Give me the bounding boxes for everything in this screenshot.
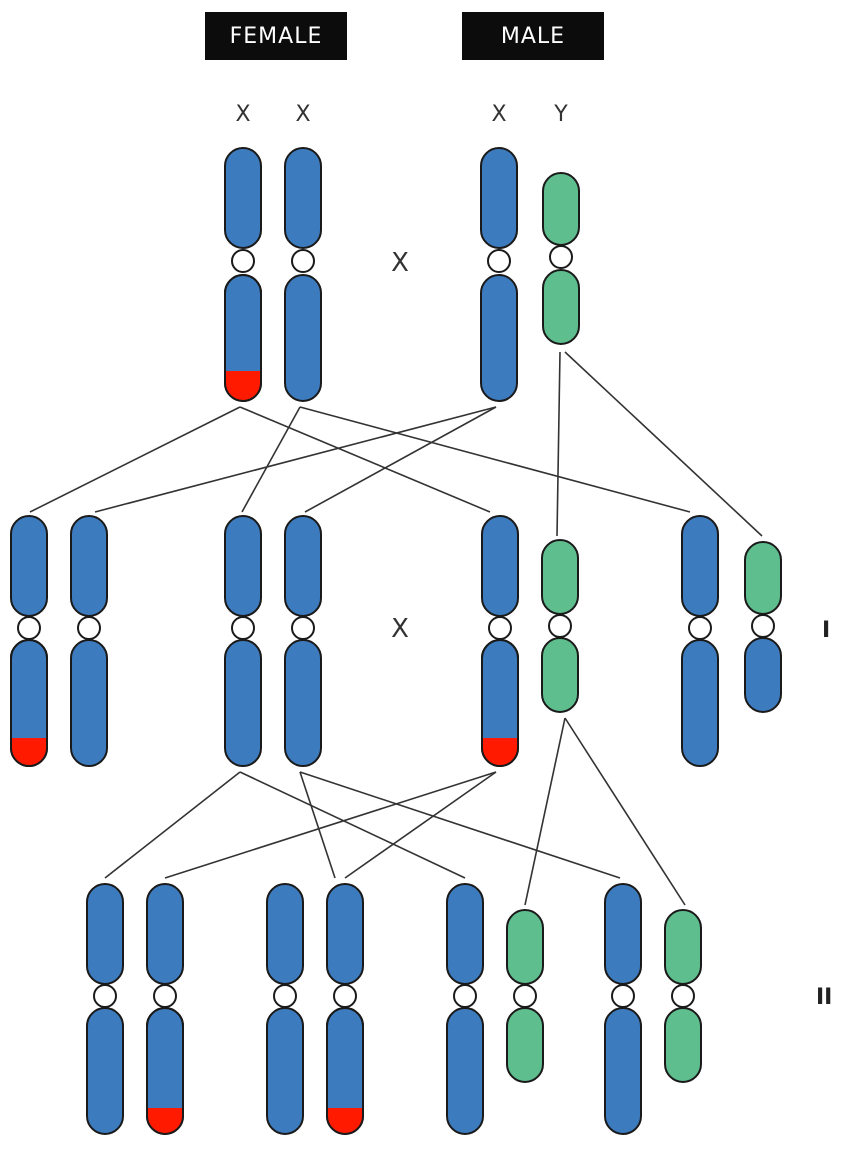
label-male-x: X [491, 102, 507, 127]
gen1-son-b-x-chromosome [681, 515, 719, 767]
male-header-label: MALE [500, 23, 566, 49]
gen2-son-b-y-chromosome [664, 909, 702, 1083]
parent-male-x-chromosome [480, 147, 518, 402]
gen2-daughter-a-x2-chromosome [146, 883, 184, 1135]
gen1-daughter-a-x1-chromosome [10, 515, 48, 767]
gen1-daughter-a-x2-chromosome [70, 515, 108, 767]
marked-segment [482, 738, 518, 766]
label-female-x1: X [235, 102, 251, 127]
label-female-x2: X [295, 102, 311, 127]
female-header-label: FEMALE [229, 23, 323, 49]
marked-segment [11, 738, 47, 766]
parent-female-x1-chromosome [224, 147, 262, 402]
gen1-son-a-y-chromosome [541, 539, 579, 713]
label-male-y: Y [554, 102, 568, 127]
gen1-daughter-b-x1-chromosome [224, 515, 262, 767]
parent-male-y-chromosome [542, 172, 580, 345]
male-header: MALE [462, 12, 604, 60]
parent-female-x2-chromosome [284, 147, 322, 402]
gen2-son-a-x-chromosome [446, 883, 484, 1135]
gen1-son-a-x-chromosome [481, 515, 519, 767]
gen1-son-b-y-chromosome [744, 541, 782, 713]
cross-symbol-gen1: X [391, 614, 409, 644]
generation-label-ii: II [816, 985, 833, 1010]
generation-label-i: I [822, 618, 831, 643]
gen2-son-b-x-chromosome [604, 883, 642, 1135]
gen1-daughter-b-x2-chromosome [284, 515, 322, 767]
gen2-son-a-y-chromosome [506, 909, 544, 1083]
marked-segment [225, 371, 261, 401]
female-header: FEMALE [205, 12, 347, 60]
gen2-daughter-a-x1-chromosome [86, 883, 124, 1135]
connector-lines-gen2 [104, 717, 686, 906]
connector-lines-gen1 [29, 351, 763, 537]
gen2-daughter-b-x1-chromosome [266, 883, 304, 1135]
gen2-daughter-b-x2-chromosome [326, 883, 364, 1135]
cross-symbol-parents: X [391, 248, 409, 278]
